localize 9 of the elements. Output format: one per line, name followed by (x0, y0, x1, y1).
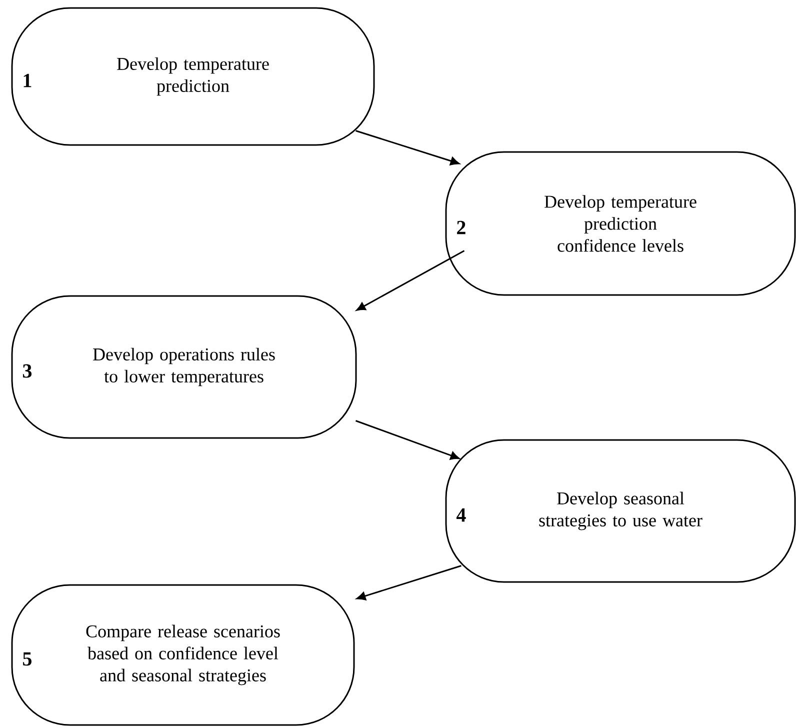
arrow (356, 250, 465, 311)
arrow (356, 130, 460, 166)
step-number: 1 (24, 74, 32, 88)
step-number: 3 (22, 364, 32, 378)
step-number: 2 (457, 220, 466, 234)
arrow (356, 420, 460, 460)
step-number: 5 (23, 652, 32, 666)
arrow (356, 565, 462, 600)
step-number: 4 (456, 508, 466, 522)
